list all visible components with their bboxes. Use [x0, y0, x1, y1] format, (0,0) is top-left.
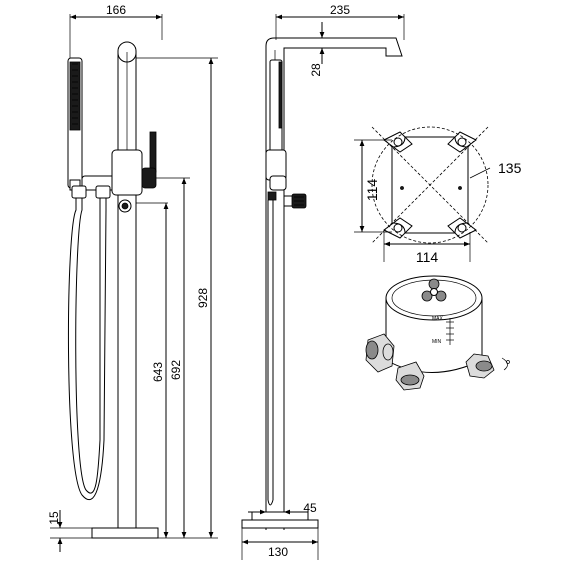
- valve-min-label: MIN: [432, 339, 442, 345]
- dim-side-width: 235: [330, 3, 350, 17]
- dim-base-thickness: 15: [47, 511, 61, 525]
- side-view: 235 28 45: [241, 3, 405, 560]
- valve-box-view: MAX MIN: [365, 275, 510, 391]
- dim-outlet-height: 643: [151, 362, 165, 382]
- dim-spout-thickness: 28: [309, 63, 323, 77]
- dim-mount-width: 114: [416, 249, 439, 265]
- dim-mount-diameter: 135: [498, 160, 522, 176]
- dim-mount-height: 114: [364, 179, 380, 202]
- logo-icon: [421, 278, 447, 302]
- dim-front-width: 166: [106, 3, 126, 17]
- valve-max-label: MAX: [432, 316, 444, 322]
- mount-plate-view: 135 114 114: [354, 126, 522, 265]
- dim-pipe-diameter: 45: [303, 501, 317, 515]
- dim-base-diameter: 130: [268, 545, 288, 559]
- dim-handshower-height: 692: [169, 360, 183, 380]
- front-view: 166: [47, 3, 218, 552]
- dim-total-height: 928: [196, 288, 210, 308]
